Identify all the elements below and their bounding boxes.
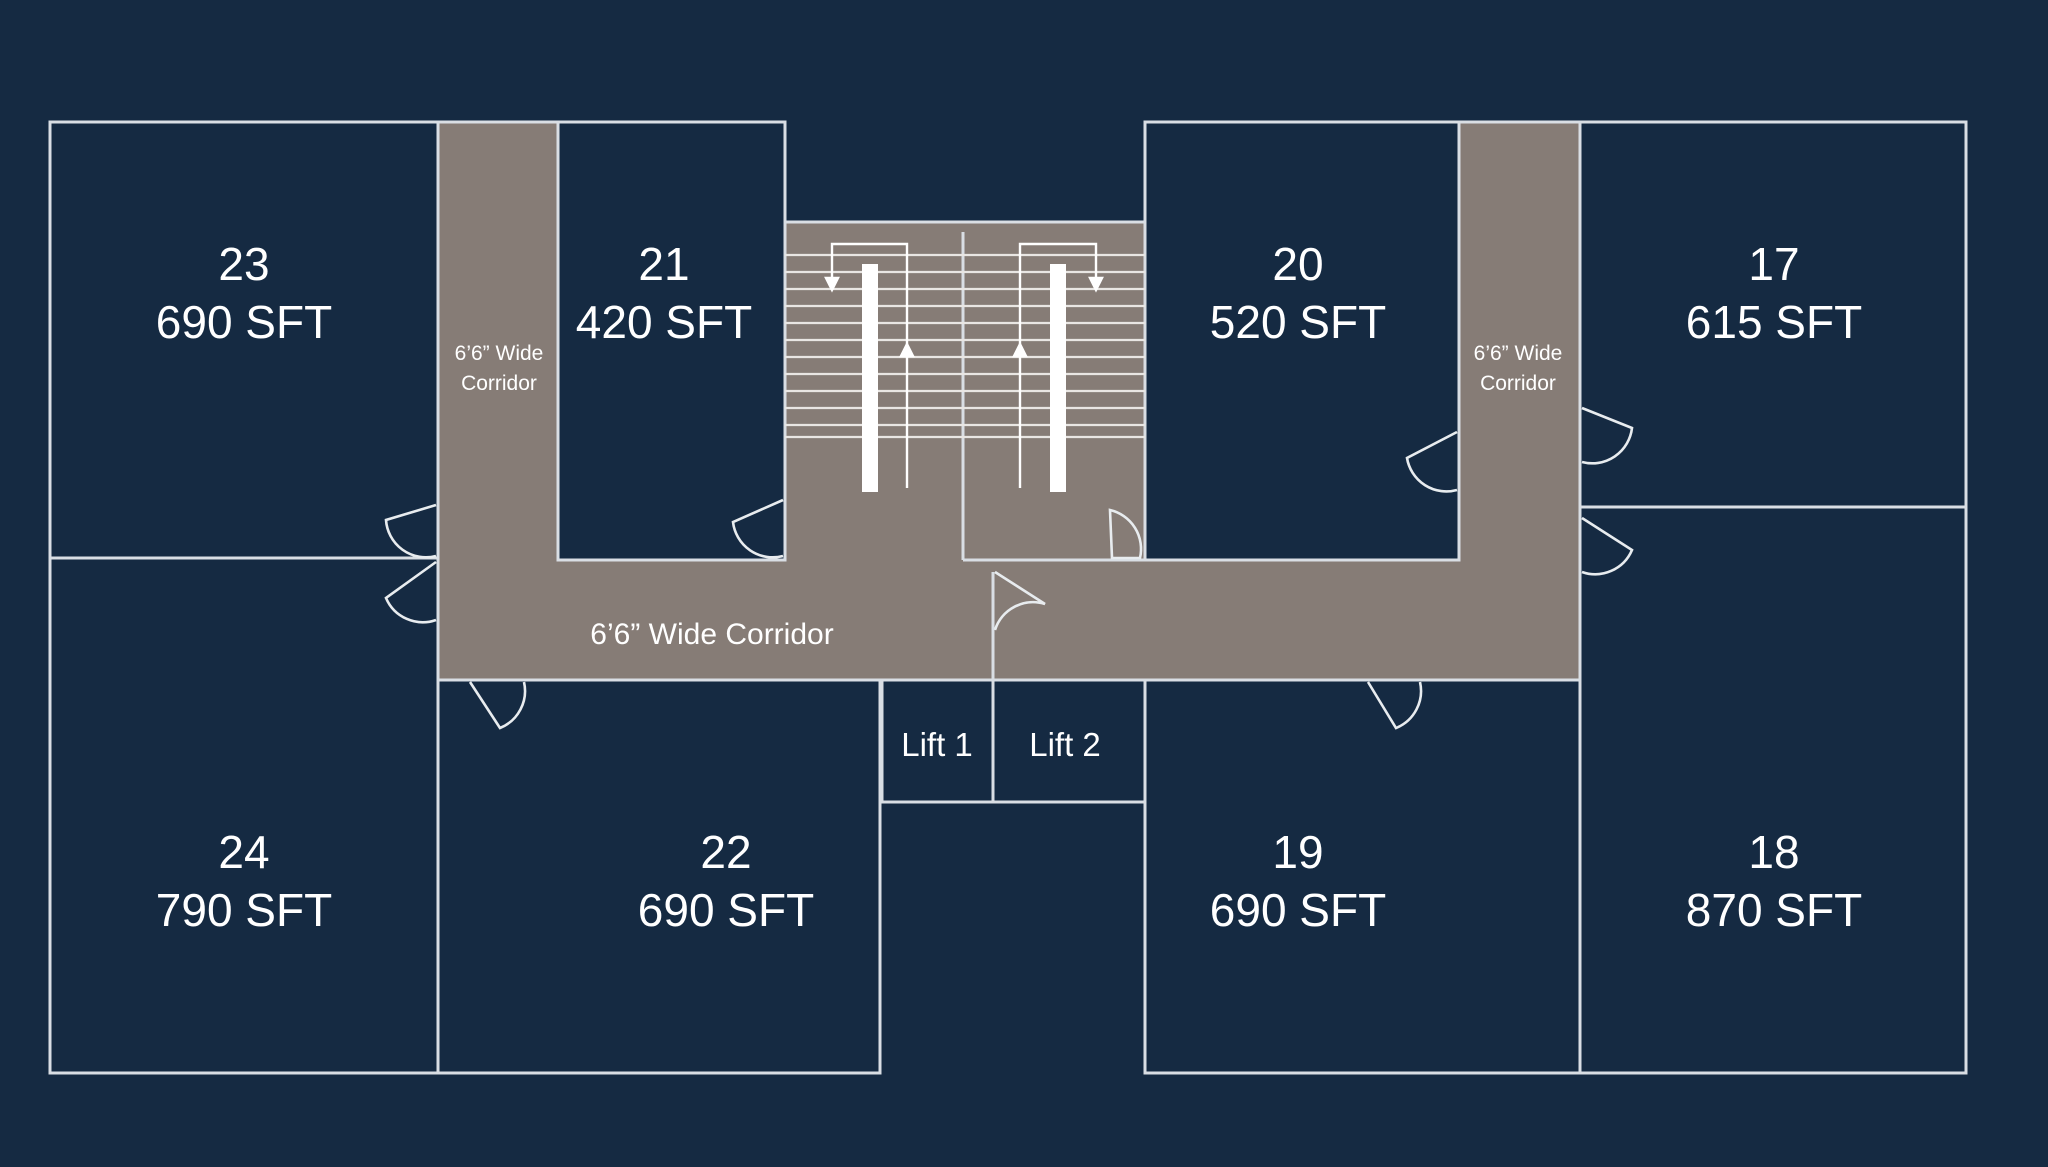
- unit-area: 520 SFT: [1210, 296, 1386, 348]
- door-unit-18[interactable]: [1581, 516, 1634, 576]
- corridor-right-label-line2: Corridor: [1480, 372, 1556, 395]
- unit-number: 21: [638, 238, 689, 290]
- unit-area: 420 SFT: [576, 296, 752, 348]
- corridor-main-label: 6’6” Wide Corridor: [590, 618, 833, 651]
- unit-label-21: 21 420 SFT: [576, 238, 752, 348]
- unit-number: 19: [1272, 826, 1323, 878]
- door-unit-24[interactable]: [384, 560, 437, 624]
- stair-direction-arrows: [824, 242, 1104, 488]
- door-unit-19[interactable]: [1366, 681, 1423, 730]
- corridor-right-label-line1: 6’6” Wide: [1474, 342, 1563, 365]
- door-unit-21[interactable]: [731, 498, 784, 559]
- lift-2-shaft[interactable]: [991, 678, 1147, 804]
- unit-label-18: 18 870 SFT: [1686, 826, 1862, 936]
- door-unit-17[interactable]: [1581, 406, 1634, 465]
- unit-area: 790 SFT: [156, 884, 332, 936]
- unit-number: 20: [1272, 238, 1323, 290]
- door-unit-22[interactable]: [468, 681, 527, 730]
- stair-handrails: [862, 264, 1066, 492]
- unit-number: 22: [700, 826, 751, 878]
- stairs: [785, 253, 1145, 439]
- unit-area: 690 SFT: [638, 884, 814, 936]
- lift-1-label: Lift 1: [901, 726, 973, 763]
- unit-area: 870 SFT: [1686, 884, 1862, 936]
- door-unit-23[interactable]: [384, 503, 437, 559]
- corridor-left-label-line2: Corridor: [461, 372, 537, 395]
- unit-label-22: 22 690 SFT: [638, 826, 814, 936]
- door-stair[interactable]: [1108, 508, 1143, 560]
- corridor-area: [438, 122, 1580, 680]
- unit-label-19: 19 690 SFT: [1210, 826, 1386, 936]
- unit-label-20: 20 520 SFT: [1210, 238, 1386, 348]
- unit-number: 17: [1748, 238, 1799, 290]
- unit-number: 23: [218, 238, 269, 290]
- unit-label-23: 23 690 SFT: [156, 238, 332, 348]
- unit-area: 690 SFT: [156, 296, 332, 348]
- door-corridor[interactable]: [993, 570, 1046, 631]
- doors: [384, 406, 1634, 730]
- door-unit-20[interactable]: [1405, 430, 1458, 493]
- unit-number: 18: [1748, 826, 1799, 878]
- lift-2-label: Lift 2: [1029, 726, 1101, 763]
- unit-label-17: 17 615 SFT: [1686, 238, 1862, 348]
- unit-label-24: 24 790 SFT: [156, 826, 332, 936]
- unit-area: 690 SFT: [1210, 884, 1386, 936]
- unit-area: 615 SFT: [1686, 296, 1862, 348]
- corridor-left-label-line1: 6’6” Wide: [455, 342, 544, 365]
- unit-number: 24: [218, 826, 269, 878]
